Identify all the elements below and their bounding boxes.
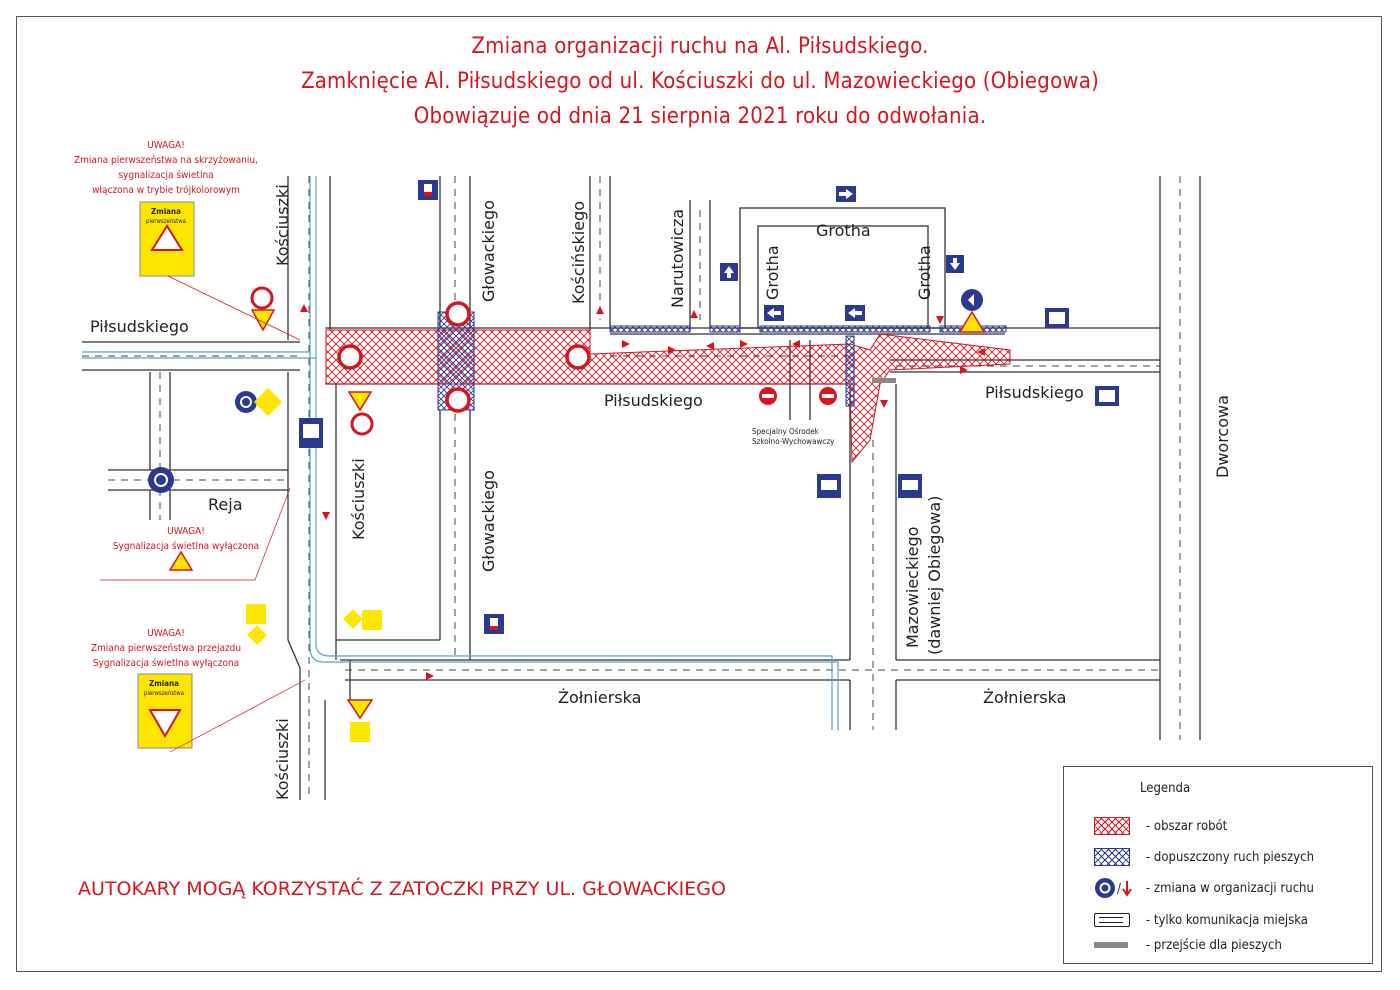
- bus-icon: [1094, 913, 1130, 927]
- note-priority-crossing: UWAGA! Zmiana pierwszeństwa przejazdu Sy…: [66, 626, 266, 671]
- svg-text:/: /: [1117, 882, 1121, 897]
- callout-lines: [100, 275, 306, 753]
- street-reja: Reja: [208, 495, 243, 514]
- street-pilsudskiego-w: Piłsudskiego: [90, 317, 189, 336]
- legend-title: Legenda: [1140, 781, 1191, 796]
- red-hatch-icon: [1094, 817, 1130, 835]
- street-zolnierska-w: Żołnierska: [558, 688, 641, 707]
- note-3-line-1: UWAGA!: [147, 628, 185, 639]
- board-1-title: Zmiana: [151, 207, 181, 216]
- coach-bay-note: AUTOKARY MOGĄ KORZYSTAĆ Z ZATOCZKI PRZY …: [78, 878, 726, 900]
- legend-label-change: - zmiana w organizacji ruchu: [1146, 880, 1314, 896]
- street-mazowieckiego: Mazowieckiego: [903, 527, 922, 648]
- legend-label-work-area: - obszar robót: [1146, 818, 1228, 834]
- roundabout-sign-icon: /: [1094, 877, 1134, 899]
- legend-row-work-area: - obszar robót: [1094, 815, 1227, 837]
- street-mazowieckiego-former: (dawniej Obiegowa): [925, 496, 944, 655]
- note-1-line-2: Zmiana pierwszeństwa na skrzyżowaniu,: [74, 155, 258, 166]
- title-line-3: Obowiązuje od dnia 21 sierpnia 2021 roku…: [413, 104, 987, 129]
- street-koscinskiego: Kościńskiego: [569, 201, 588, 304]
- street-glowackiego-s: Głowackiego: [479, 470, 498, 572]
- note-priority-signal: UWAGA! Zmiana pierwszeństwa na skrzyżowa…: [66, 138, 266, 198]
- board-2-title: Zmiana: [149, 679, 179, 688]
- tram-track: [82, 176, 839, 730]
- school-label-1: Specjalny Ośrodek: [752, 426, 820, 436]
- no-entry-signs: [759, 387, 837, 405]
- street-grotha-right: Grotha: [915, 245, 934, 300]
- street-zolnierska-e: Żołnierska: [983, 688, 1066, 707]
- board-2-sub: pierwszeństwa: [144, 690, 184, 697]
- road-closed-signs: [337, 301, 591, 413]
- info-signs: [148, 180, 1119, 634]
- street-dworcowa: Dworcowa: [1213, 395, 1232, 478]
- note-signal-off: UWAGA! Sygnalizacja świetlna wyłączona: [86, 524, 286, 554]
- legend-label-pedestrians: - dopuszczony ruch pieszych: [1146, 849, 1315, 865]
- street-pilsudskiego-c: Piłsudskiego: [604, 391, 703, 410]
- legend-label-bus: - tylko komunikacja miejska: [1146, 912, 1308, 928]
- pedestrian-crossing: [872, 378, 896, 383]
- note-3-line-2: Zmiana pierwszeństwa przejazdu: [90, 643, 242, 654]
- street-kosciuszki-s: Kościuszki: [273, 718, 292, 800]
- school-label-2: Szkolno-Wychowawczy: [752, 437, 835, 446]
- street-grotha-top: Grotha: [816, 221, 871, 240]
- map-frame: [16, 16, 1382, 972]
- crossing-icon: [1094, 942, 1128, 948]
- legend-row-crossing: - przejście dla pieszych: [1094, 934, 1282, 956]
- street-pilsudskiego-e: Piłsudskiego: [985, 383, 1084, 402]
- title-line-1: Zmiana organizacji ruchu na Al. Piłsudsk…: [471, 34, 929, 59]
- note-2-line-1: UWAGA!: [167, 526, 205, 537]
- legend-label-crossing: - przejście dla pieszych: [1146, 937, 1282, 953]
- legend-row-pedestrians: - dopuszczony ruch pieszych: [1094, 846, 1314, 868]
- note-3-line-3: Sygnalizacja świetlna wyłączona: [92, 658, 240, 669]
- note-1-line-3: sygnalizacja świetlna: [118, 170, 214, 181]
- note-1-line-1: UWAGA!: [147, 140, 185, 151]
- street-kosciuszki-m: Kościuszki: [349, 458, 368, 540]
- legend-row-bus: - tylko komunikacja miejska: [1094, 909, 1308, 931]
- legend: Legenda - obszar robót - dopuszczony ruc…: [1063, 766, 1373, 964]
- change-arrows: [300, 304, 985, 680]
- street-narutowicza: Narutowicza: [668, 209, 687, 308]
- note-2-line-2: Sygnalizacja świetlna wyłączona: [112, 541, 260, 552]
- blue-hatch-icon: [1094, 848, 1130, 866]
- priority-change-boards: [137, 201, 195, 749]
- lane-markings: [82, 176, 1181, 800]
- work-zone: [325, 329, 1011, 464]
- street-kosciuszki-n: Kościuszki: [273, 184, 292, 266]
- street-grotha-left: Grotha: [763, 245, 782, 300]
- street-glowackiego-n: Głowackiego: [479, 200, 498, 302]
- legend-row-change: / - zmiana w organizacji ruchu: [1094, 877, 1314, 899]
- warning-signs: [168, 286, 986, 742]
- board-1-sub: pierwszeństwa: [146, 218, 186, 225]
- title-line-2: Zamknięcie Al. Piłsudskiego od ul. Kości…: [300, 69, 1100, 94]
- note-1-line-4: włączona w trybie trójkolorowym: [92, 185, 240, 196]
